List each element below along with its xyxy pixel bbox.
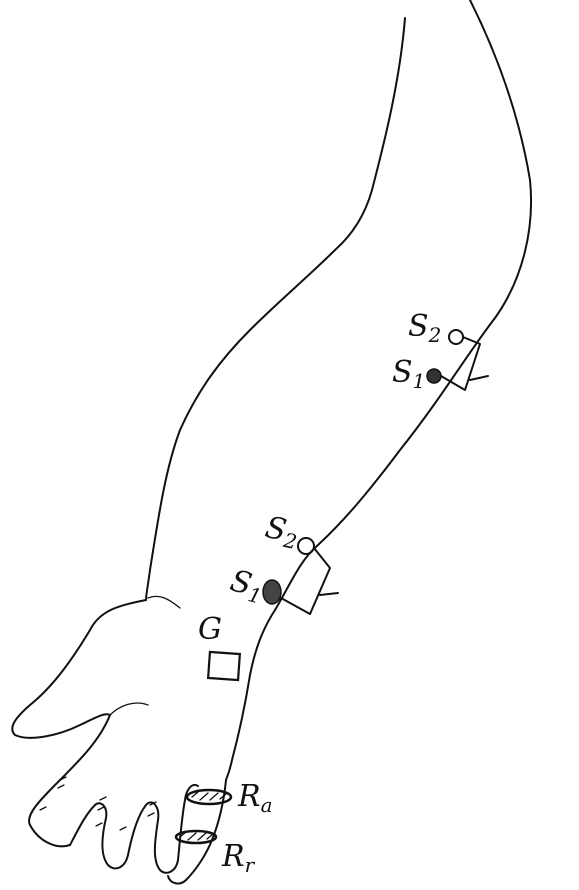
wrist-crease xyxy=(148,596,180,608)
label-ring-active: Ra xyxy=(238,782,273,815)
palm-outline xyxy=(29,715,110,846)
electrode-s1-lower xyxy=(263,580,281,604)
upper-arm-outline-right xyxy=(275,0,531,610)
electrode-s2-upper xyxy=(449,330,463,344)
thumb-outline xyxy=(12,600,146,738)
electrode-s1-upper xyxy=(427,369,441,383)
hand-outer-edge xyxy=(226,610,275,780)
palm-crease xyxy=(110,703,148,715)
label-ring-reference: Rr xyxy=(222,842,254,875)
finger-index xyxy=(70,803,128,868)
electrode-connector-lower xyxy=(281,548,338,614)
ground-electrode xyxy=(208,652,240,680)
electrode-s2-lower xyxy=(298,538,314,554)
label-s2-lower: S2 xyxy=(262,513,301,552)
label-s1-upper: S1 xyxy=(392,358,425,391)
electrode-connector-upper xyxy=(441,337,488,390)
ring-electrode-reference xyxy=(176,831,216,843)
label-ground: G xyxy=(198,615,222,645)
label-s2-upper: S2 xyxy=(408,312,441,345)
